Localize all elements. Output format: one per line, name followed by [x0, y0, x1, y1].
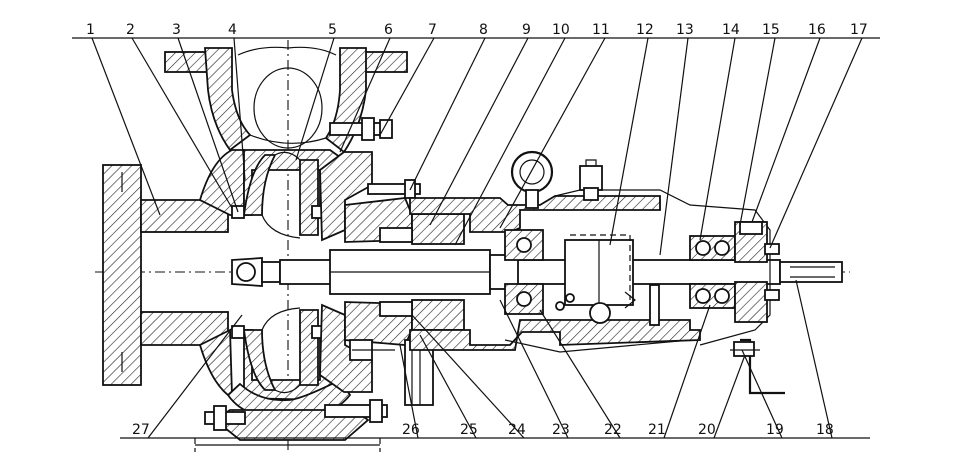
lifting-eye [510, 150, 554, 209]
label-13: 13 [676, 22, 694, 38]
label-17: 17 [850, 22, 868, 38]
label-2: 2 [126, 22, 135, 38]
leaders-bottom [120, 279, 870, 439]
label-6: 6 [384, 22, 393, 38]
label-25: 25 [460, 422, 478, 438]
label-7: 7 [428, 22, 437, 38]
label-1: 1 [86, 22, 95, 38]
label-16: 16 [808, 22, 826, 38]
label-21: 21 [648, 422, 666, 438]
wear-ring-lower [231, 325, 245, 339]
pump-cover [319, 151, 413, 393]
leaders-top [72, 37, 880, 256]
seal-gland [379, 213, 465, 406]
label-10: 10 [552, 22, 570, 38]
label-4: 4 [228, 22, 237, 38]
label-20: 20 [698, 422, 716, 438]
label-12: 12 [636, 22, 654, 38]
oil-sight-rod [649, 284, 660, 326]
suction-flange [102, 164, 229, 386]
casing-bolts [204, 117, 421, 431]
label-26: 26 [402, 422, 420, 438]
label-15: 15 [762, 22, 780, 38]
label-5: 5 [328, 22, 337, 38]
label-11: 11 [592, 22, 610, 38]
label-22: 22 [604, 422, 622, 438]
label-3: 3 [172, 22, 181, 38]
label-9: 9 [522, 22, 531, 38]
labels-top: 1 2 3 4 5 6 7 8 9 10 11 12 13 14 15 16 1… [86, 22, 868, 38]
oil-level-mark [624, 291, 636, 309]
drain-plug [589, 302, 611, 324]
pump-shaft [279, 249, 843, 295]
label-19: 19 [766, 422, 784, 438]
label-27: 27 [132, 422, 150, 438]
labels-bottom: 27 26 25 24 23 22 21 20 19 18 [132, 422, 834, 438]
impeller-nut [231, 257, 281, 287]
label-14: 14 [722, 22, 740, 38]
label-23: 23 [552, 422, 570, 438]
label-8: 8 [479, 22, 488, 38]
label-18: 18 [816, 422, 834, 438]
oil-vent [579, 159, 603, 201]
rear-bearing [689, 221, 780, 323]
front-bearing [504, 229, 575, 315]
label-24: 24 [508, 422, 526, 438]
